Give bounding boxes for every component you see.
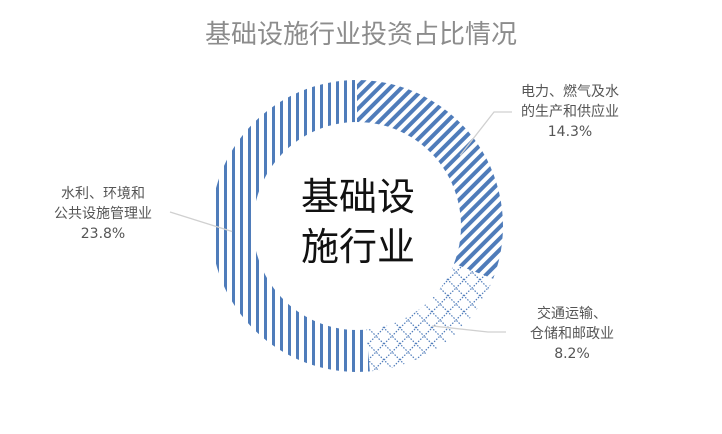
slice-vertical: [210, 80, 370, 372]
slice-grid: [366, 263, 494, 372]
center-label: 基础设 施行业: [270, 172, 446, 272]
slice-name: 交通运输、: [537, 306, 607, 322]
leader-line: [169, 211, 233, 233]
center-label-line: 施行业: [300, 225, 415, 269]
slice-name: 电力、燃气及水: [521, 84, 619, 100]
chart-title: 基础设施行业投资占比情况: [204, 20, 517, 50]
leader-line: [459, 111, 512, 156]
slice-value: 8.2%: [554, 346, 590, 362]
leader-line: [432, 325, 506, 333]
slice-name: 仓储和邮政业: [530, 326, 614, 342]
slice-diagonal: [357, 80, 504, 279]
data-label-water: 水利、环境和 公共设施管理业 23.8%: [38, 184, 168, 244]
data-label-electricity: 电力、燃气及水 的生产和供应业 14.3%: [500, 82, 640, 142]
slice-name: 公共设施管理业: [54, 206, 152, 222]
slice-name: 的生产和供应业: [521, 104, 619, 120]
slice-name: 水利、环境和: [61, 186, 145, 202]
slice-value: 23.8%: [80, 226, 126, 242]
data-label-transport: 交通运输、 仓储和邮政业 8.2%: [512, 304, 632, 364]
slice-value: 14.3%: [547, 124, 593, 140]
center-label-line: 基础设: [300, 175, 415, 219]
